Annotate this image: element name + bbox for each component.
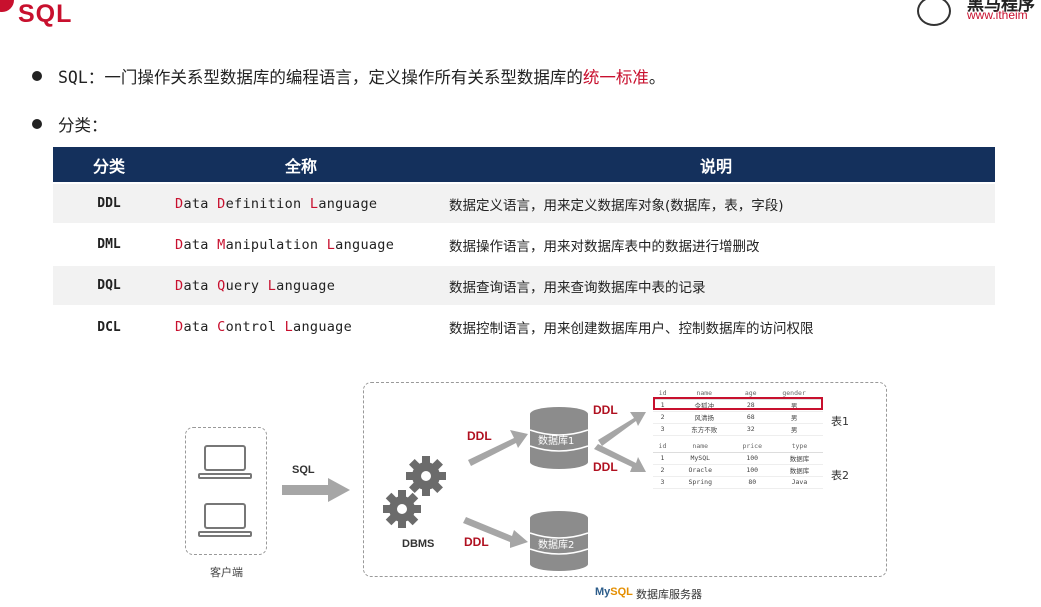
page-title: SQL — [18, 0, 73, 28]
database-2-label: 数据库2 — [538, 540, 575, 551]
bullet-dot-icon — [32, 71, 42, 81]
bullet-sql-definition: SQL： 一门操作关系型数据库的编程语言，定义操作所有关系型数据库的 统一标准 … — [32, 64, 665, 88]
logo-dot — [0, 0, 14, 12]
mini-cell: Oracle — [671, 464, 729, 477]
mini-cell: 68 — [736, 411, 766, 424]
bullet-classification: 分类： — [32, 112, 108, 136]
brand-logo: 黑马程序 www.itheim — [915, 0, 1041, 30]
full-name: Data Definition Language — [165, 182, 437, 224]
category-code: DML — [53, 223, 165, 265]
header-category: 分类 — [53, 147, 165, 183]
description: 数据操作语言，用来对数据库表中的数据进行增删改 — [437, 223, 995, 265]
bullet-text: 分类： — [58, 116, 108, 135]
table-header-row: 分类 全称 说明 — [53, 147, 995, 183]
mini-cell: 数据库 — [775, 464, 823, 477]
table-1-label: 表1 — [831, 415, 849, 428]
mini-cell: 风清扬 — [672, 411, 737, 424]
category-code: DQL — [53, 264, 165, 306]
full-name: Data Control Language — [165, 305, 437, 347]
mini-cell: 东方不败 — [672, 423, 737, 436]
sql-arrow-icon — [282, 478, 350, 502]
bullet-highlight: 统一标准 — [582, 68, 649, 87]
mini-cell: 100 — [728, 464, 776, 477]
ddl-label: DDL — [467, 429, 492, 443]
dbms-label: DBMS — [402, 538, 435, 550]
horse-logo-icon — [917, 0, 951, 26]
server-box — [363, 382, 887, 577]
mini-cell: 1 — [653, 452, 672, 465]
mini-cell: 男 — [765, 411, 823, 424]
laptop-icon — [198, 445, 252, 481]
mini-cell: 男 — [765, 423, 823, 436]
sql-arrow-label: SQL — [292, 464, 315, 476]
bullet-prefix: SQL： — [58, 68, 105, 87]
full-name: Data Manipulation Language — [165, 223, 437, 265]
mini-cell: 100 — [728, 452, 776, 465]
mini-cell: 2 — [653, 464, 672, 477]
brand-url: www.itheim — [967, 8, 1028, 22]
description: 数据定义语言，用来定义数据库对象(数据库，表，字段) — [437, 182, 995, 224]
laptop-icon — [198, 503, 252, 539]
mini-cell: MySQL — [671, 452, 729, 465]
highlighted-row — [653, 397, 823, 410]
server-label: 数据库服务器 — [636, 588, 702, 601]
mini-header-cell: price — [728, 440, 776, 453]
ddl-label: DDL — [464, 535, 489, 549]
ddl-label: DDL — [593, 403, 618, 417]
mini-cell: 2 — [653, 411, 673, 424]
client-label: 客户端 — [210, 566, 243, 579]
header-fullname: 全称 — [165, 147, 437, 183]
description: 数据控制语言，用来创建数据库用户、控制数据库的访问权限 — [437, 305, 995, 347]
mini-cell: Java — [775, 476, 823, 489]
database-1-label: 数据库1 — [538, 436, 575, 447]
bullet-suffix: 。 — [648, 68, 666, 87]
mini-cell: 80 — [728, 476, 776, 489]
mini-cell: 32 — [736, 423, 766, 436]
mini-header-cell: type — [775, 440, 823, 453]
full-name: Data Query Language — [165, 264, 437, 306]
bullet-text: 一门操作关系型数据库的编程语言，定义操作所有关系型数据库的 — [104, 68, 583, 87]
table-2-label: 表2 — [831, 469, 849, 482]
mini-cell: 3 — [653, 476, 672, 489]
category-code: DDL — [53, 182, 165, 224]
brand-name: 黑马程序 — [967, 0, 1035, 15]
mini-cell: 数据库 — [775, 452, 823, 465]
description: 数据查询语言，用来查询数据库中表的记录 — [437, 264, 995, 306]
mini-header-cell: id — [653, 440, 672, 453]
bullet-dot-icon — [32, 119, 42, 129]
mini-cell: 3 — [653, 423, 673, 436]
mini-cell: Spring — [671, 476, 729, 489]
mysql-logo: MySQL — [595, 586, 633, 598]
header-description: 说明 — [437, 147, 995, 183]
category-code: DCL — [53, 305, 165, 347]
ddl-label: DDL — [593, 460, 618, 474]
client-box — [185, 427, 267, 555]
mini-header-cell: name — [671, 440, 729, 453]
